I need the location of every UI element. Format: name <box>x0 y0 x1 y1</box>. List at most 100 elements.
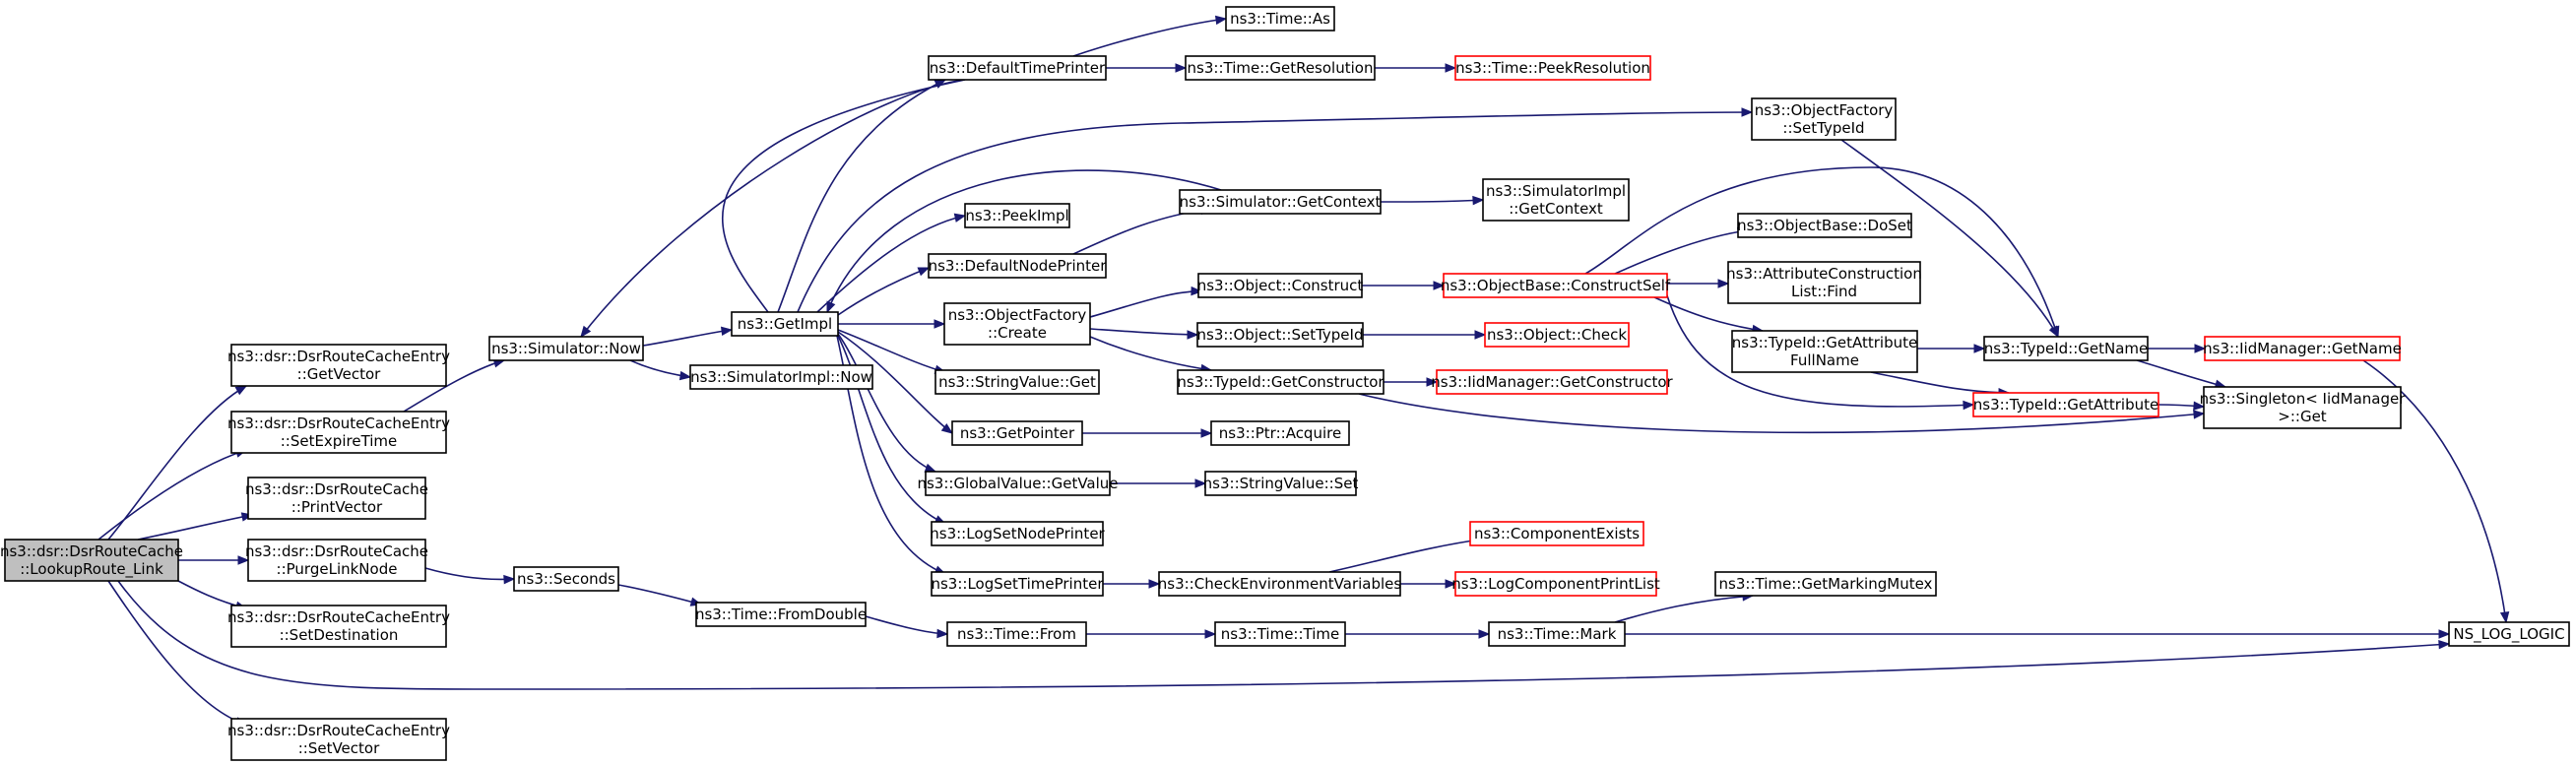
node-box-timegetres <box>1185 55 1376 81</box>
node-box-typeidgetattrfull <box>1731 330 1918 373</box>
node-label: ::PrintVector <box>291 498 383 516</box>
call-edge-getimpl-to-defnodeprinter <box>837 267 930 316</box>
node-logsettime[interactable]: ns3::LogSetTimePrinter <box>931 571 1104 597</box>
node-setvector[interactable]: ns3::dsr::DsrRouteCacheEntry::SetVector <box>227 718 450 761</box>
node-deftimeprinter[interactable]: ns3::DefaultTimePrinter <box>928 55 1107 81</box>
node-label: ns3::Time::Time <box>1221 625 1340 643</box>
node-typeidgetctor[interactable]: ns3::TypeId::GetConstructor <box>1177 369 1385 395</box>
node-label: ns3::Ptr::Acquire <box>1219 424 1341 442</box>
node-box-objconstruct <box>1197 273 1363 298</box>
node-objbasedoset[interactable]: ns3::ObjectBase::DoSet <box>1737 213 1912 238</box>
node-compexists[interactable]: ns3::ComponentExists <box>1469 521 1644 546</box>
call-edge-lookup-to-nsloglogic <box>117 580 2450 690</box>
node-getvector[interactable]: ns3::dsr::DsrRouteCacheEntry::GetVector <box>227 344 450 387</box>
node-checkenv[interactable]: ns3::CheckEnvironmentVariables <box>1158 571 1402 597</box>
node-label: ns3::dsr::DsrRouteCache <box>245 542 428 560</box>
node-label: ns3::DefaultNodePrinter <box>929 257 1108 275</box>
node-timegetmarkingmutex[interactable]: ns3::Time::GetMarkingMutex <box>1714 571 1937 597</box>
node-simnow[interactable]: ns3::Simulator::Now <box>488 336 644 361</box>
node-strvalget[interactable]: ns3::StringValue::Get <box>934 369 1100 395</box>
arrowhead-timemark-to-nsloglogic <box>2438 629 2451 639</box>
call-edge-objbaseconstructself-to-typeidgetattr <box>1663 285 1974 408</box>
call-edge-objbaseconstructself-to-typeidgetname <box>1584 166 2059 338</box>
node-iidmgrgetname[interactable]: ns3::IidManager::GetName <box>2203 336 2402 361</box>
node-box-setexpire <box>230 411 447 454</box>
node-label: ns3::LogSetNodePrinter <box>930 525 1105 542</box>
node-fromdouble[interactable]: ns3::Time::FromDouble <box>695 602 867 627</box>
node-box-printvector <box>247 477 426 520</box>
node-label: ns3::GetPointer <box>960 424 1075 442</box>
node-simgetctx[interactable]: ns3::Simulator::GetContext <box>1179 189 1382 215</box>
node-label: ns3::CheckEnvironmentVariables <box>1158 575 1402 593</box>
call-edge-objfactcreate-to-typeidgetctor <box>1089 336 1212 371</box>
node-timemark[interactable]: ns3::Time::Mark <box>1488 621 1626 647</box>
node-label: ns3::ObjectFactory <box>948 306 1087 324</box>
node-objfactsettypeid[interactable]: ns3::ObjectFactory::SetTypeId <box>1751 97 1897 141</box>
node-box-logsettime <box>931 571 1104 597</box>
node-peekimpl[interactable]: ns3::PeekImpl <box>964 203 1070 228</box>
node-box-typeidgetattr <box>1972 392 2159 417</box>
node-timeas[interactable]: ns3::Time::As <box>1225 6 1335 32</box>
node-defnodeprinter[interactable]: ns3::DefaultNodePrinter <box>928 253 1108 279</box>
node-box-getvector <box>230 344 447 387</box>
node-ptracquire[interactable]: ns3::Ptr::Acquire <box>1210 420 1350 446</box>
node-objsettypeid[interactable]: ns3::Object::SetTypeId <box>1196 322 1364 348</box>
arrowhead-getimpl-to-objfactcreate <box>934 319 946 329</box>
arrowhead-getpointer-to-ptracquire <box>1200 428 1213 438</box>
node-logcompprint[interactable]: ns3::LogComponentPrintList <box>1451 571 1660 597</box>
node-box-setvector <box>230 718 447 761</box>
node-objconstruct[interactable]: ns3::Object::Construct <box>1197 273 1364 298</box>
arrowhead-logsettime-to-checkenv <box>1148 579 1161 589</box>
node-label: ns3::Time::GetResolution <box>1188 59 1374 77</box>
node-box-lookup <box>4 539 179 582</box>
node-simimplnow[interactable]: ns3::SimulatorImpl::Now <box>689 364 873 390</box>
node-label: ns3::Object::SetTypeId <box>1197 326 1364 344</box>
node-nsloglogic[interactable]: NS_LOG_LOGIC <box>2448 621 2570 647</box>
node-logsetnode[interactable]: ns3::LogSetNodePrinter <box>930 521 1106 546</box>
node-label: ns3::GetImpl <box>738 315 832 333</box>
node-objectcheck[interactable]: ns3::Object::Check <box>1484 322 1630 348</box>
arrowhead-lookup-to-nsloglogic <box>2438 639 2451 650</box>
node-setexpire[interactable]: ns3::dsr::DsrRouteCacheEntry::SetExpireT… <box>227 411 450 454</box>
node-seconds[interactable]: ns3::Seconds <box>513 566 619 592</box>
node-typeidgetname[interactable]: ns3::TypeId::GetName <box>1983 336 2149 361</box>
arrowhead-objfactcreate-to-objsettypeid <box>1187 330 1199 340</box>
node-simimplgetctx[interactable]: ns3::SimulatorImpl::GetContext <box>1482 178 1630 222</box>
node-getimpl[interactable]: ns3::GetImpl <box>731 311 839 337</box>
node-lookup[interactable]: ns3::dsr::DsrRouteCache::LookupRoute_Lin… <box>0 539 183 582</box>
call-edge-getimpl-to-simnow <box>580 79 966 338</box>
node-box-simgetctx <box>1179 189 1382 215</box>
node-iidmgrgetctor[interactable]: ns3::IidManager::GetConstructor <box>1431 369 1674 395</box>
node-timegetres[interactable]: ns3::Time::GetResolution <box>1185 55 1376 81</box>
arrowhead-getimpl-to-globalvalget <box>924 463 937 473</box>
node-timefrom[interactable]: ns3::Time::From <box>946 621 1087 647</box>
node-label: >::Get <box>2278 408 2327 425</box>
arrowhead-objfactcreate-to-objconstruct <box>1191 286 1203 296</box>
call-edge-lookup-to-setdest <box>177 580 247 609</box>
node-timepeekres[interactable]: ns3::Time::PeekResolution <box>1454 55 1651 81</box>
node-printvector[interactable]: ns3::dsr::DsrRouteCache::PrintVector <box>245 477 428 520</box>
node-timetime[interactable]: ns3::Time::Time <box>1214 621 1346 647</box>
arrowhead-objconstruct-to-objbaseconstructself <box>1433 281 1446 290</box>
node-box-timeas <box>1225 6 1335 32</box>
node-objbaseconstructself[interactable]: ns3::ObjectBase::ConstructSelf <box>1441 273 1671 298</box>
node-singletonget[interactable]: ns3::Singleton< IidManager >::Get <box>2200 386 2407 429</box>
node-label: ns3::TypeId::GetAttribute <box>1732 334 1917 351</box>
node-setdest[interactable]: ns3::dsr::DsrRouteCacheEntry::SetDestina… <box>227 605 450 648</box>
node-label: FullName <box>1790 351 1859 369</box>
node-typeidgetattr[interactable]: ns3::TypeId::GetAttribute <box>1972 392 2159 417</box>
node-box-setdest <box>230 605 447 648</box>
call-edge-checkenv-to-compexists <box>1328 538 1488 573</box>
node-strvalset[interactable]: ns3::StringValue::Set <box>1203 471 1359 496</box>
node-globalvalget[interactable]: ns3::GlobalValue::GetValue <box>917 471 1119 496</box>
node-box-simnow <box>488 336 644 361</box>
node-purgelink[interactable]: ns3::dsr::DsrRouteCache::PurgeLinkNode <box>245 539 428 582</box>
node-getpointer[interactable]: ns3::GetPointer <box>951 420 1083 446</box>
call-edge-getimpl-to-deftimeprinter <box>777 79 946 313</box>
node-label: ns3::dsr::DsrRouteCacheEntry <box>227 722 450 739</box>
arrowhead-iidmgrgetname-to-nsloglogic <box>2499 610 2510 624</box>
node-objfactcreate[interactable]: ns3::ObjectFactory::Create <box>943 302 1091 346</box>
